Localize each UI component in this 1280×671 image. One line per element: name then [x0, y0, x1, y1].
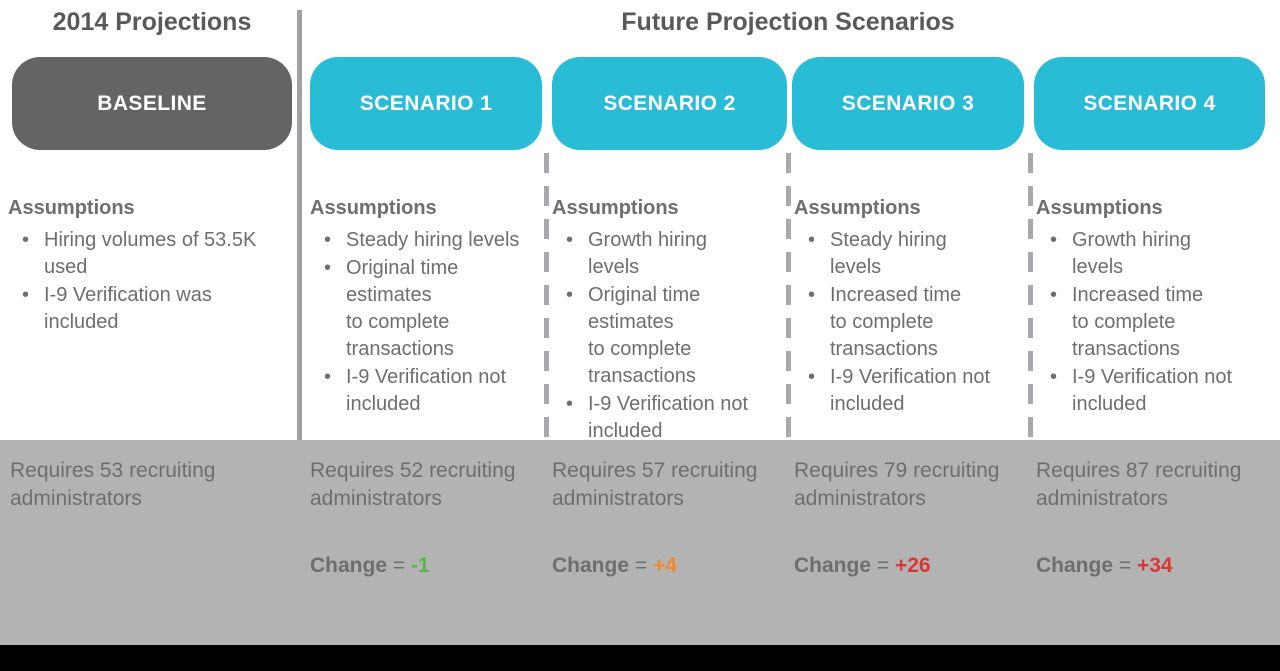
header-2014-projections: 2014 Projections [52, 8, 252, 36]
separator-solid [297, 10, 302, 440]
change-equals: = [1118, 554, 1132, 577]
assumptions-title: Assumptions [1036, 197, 1163, 219]
assumptions-list: Growth hiring levels Increased time to c… [1036, 227, 1270, 418]
result-scenario-2: Requires 57 recruiting administrators [552, 457, 784, 513]
change-value: -1 [410, 554, 430, 577]
pill-scenario-2: SCENARIO 2 [552, 57, 787, 150]
change-label: Change [552, 554, 630, 577]
footer-bar [0, 645, 1280, 671]
change-scenario-1: Change = -1 [310, 554, 540, 578]
result-scenario-4: Requires 87 recruiting administrators [1036, 457, 1270, 513]
assumption-item: I-9 Verification not included [1048, 364, 1270, 418]
assumption-item: Growth hiring levels [564, 227, 784, 281]
assumptions-scenario-2: Assumptions Growth hiring levels Origina… [552, 197, 784, 446]
result-scenario-1: Requires 52 recruiting administrators [310, 457, 540, 513]
assumption-item: I-9 Verification not included [806, 364, 1026, 418]
assumption-item: I-9 Verification was included [20, 282, 298, 336]
assumptions-list: Growth hiring levels Original time estim… [552, 227, 784, 445]
assumptions-baseline: Assumptions Hiring volumes of 53.5K used… [8, 197, 298, 337]
assumption-item: I-9 Verification not included [564, 391, 784, 445]
change-label: Change [310, 554, 388, 577]
separator-dashed-3 [1028, 153, 1033, 440]
change-label: Change [794, 554, 872, 577]
pill-scenario-4: SCENARIO 4 [1034, 57, 1265, 150]
change-scenario-2: Change = +4 [552, 554, 784, 578]
assumptions-list: Steady hiring levels Original time estim… [310, 227, 540, 418]
assumption-item: Growth hiring levels [1048, 227, 1270, 281]
result-scenario-3: Requires 79 recruiting administrators [794, 457, 1026, 513]
assumption-item: Original time estimates to complete tran… [564, 282, 784, 390]
requires-text: Requires 87 recruiting administrators [1036, 459, 1242, 510]
requires-text: Requires 57 recruiting administrators [552, 459, 758, 510]
change-equals: = [392, 554, 406, 577]
assumptions-title: Assumptions [794, 197, 921, 219]
assumptions-title: Assumptions [8, 197, 135, 219]
assumptions-title: Assumptions [552, 197, 679, 219]
assumption-item: Increased time to complete transactions [1048, 282, 1270, 363]
requires-text: Requires 53 recruiting administrators [10, 459, 216, 510]
requires-text: Requires 52 recruiting administrators [310, 459, 516, 510]
assumption-item: Increased time to complete transactions [806, 282, 1026, 363]
separator-dashed-2 [786, 153, 791, 440]
assumptions-scenario-4: Assumptions Growth hiring levels Increas… [1036, 197, 1270, 419]
assumption-item: Steady hiring levels [806, 227, 1026, 281]
change-value: +26 [894, 554, 931, 577]
change-equals: = [634, 554, 648, 577]
header-future-projection-scenarios: Future Projection Scenarios [621, 8, 955, 36]
assumption-item: Steady hiring levels [322, 227, 540, 254]
assumptions-list: Hiring volumes of 53.5K used I-9 Verific… [8, 227, 298, 336]
pill-scenario-3: SCENARIO 3 [792, 57, 1024, 150]
requires-text: Requires 79 recruiting administrators [794, 459, 1000, 510]
change-value: +34 [1136, 554, 1173, 577]
separator-dashed-1 [544, 153, 549, 440]
change-scenario-4: Change = +34 [1036, 554, 1270, 578]
change-equals: = [876, 554, 890, 577]
result-baseline: Requires 53 recruiting administrators [10, 457, 300, 513]
assumption-item: Original time estimates to complete tran… [322, 255, 540, 363]
results-band: Requires 53 recruiting administrators Re… [0, 440, 1280, 645]
pill-scenario-1: SCENARIO 1 [310, 57, 542, 150]
assumptions-scenario-3: Assumptions Steady hiring levels Increas… [794, 197, 1026, 419]
assumptions-list: Steady hiring levels Increased time to c… [794, 227, 1026, 418]
change-label: Change [1036, 554, 1114, 577]
change-value: +4 [652, 554, 677, 577]
assumptions-title: Assumptions [310, 197, 437, 219]
assumption-item: Hiring volumes of 53.5K used [20, 227, 298, 281]
assumption-item: I-9 Verification not included [322, 364, 540, 418]
assumptions-scenario-1: Assumptions Steady hiring levels Origina… [310, 197, 540, 419]
pill-baseline: BASELINE [12, 57, 292, 150]
change-scenario-3: Change = +26 [794, 554, 1026, 578]
